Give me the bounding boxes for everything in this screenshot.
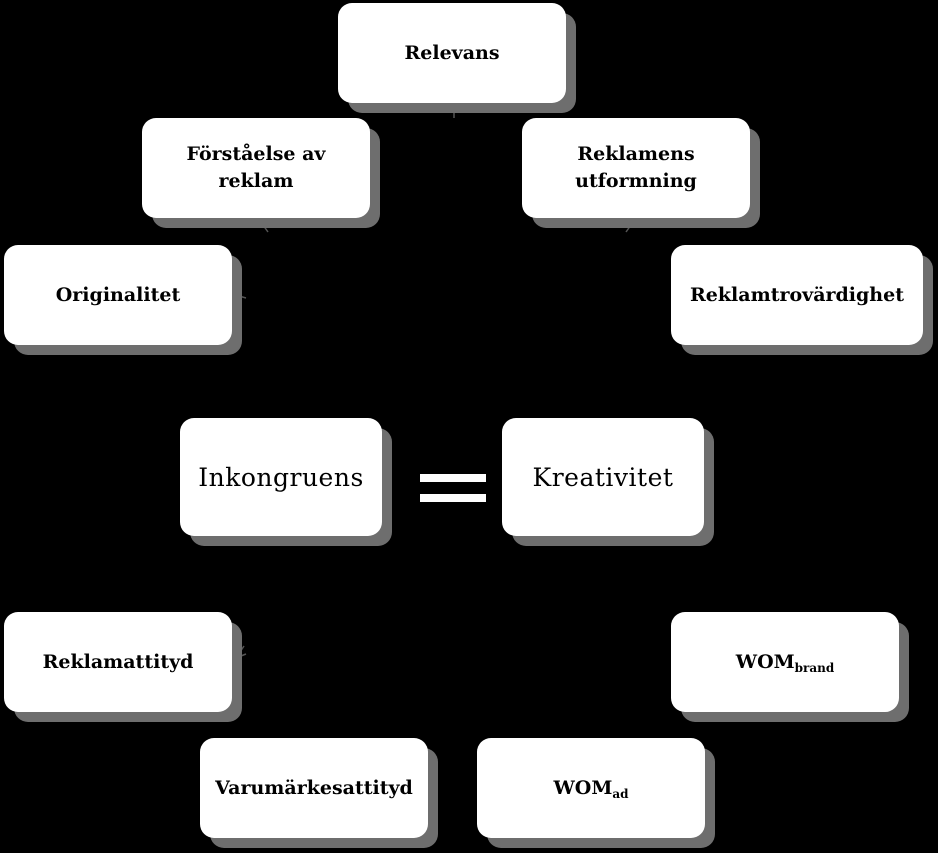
- node-varumarkesattityd-label: Varumärkesattityd: [215, 776, 413, 799]
- equals-bar-bottom: [420, 494, 486, 502]
- node-wom-brand-label: WOMbrand: [736, 649, 835, 676]
- node-reklamtrovardighet-label: Reklamtrovärdighet: [690, 283, 904, 306]
- wom-ad-sub: ad: [612, 786, 629, 801]
- node-forstaelse-av-reklam: Förståelse av reklam: [142, 118, 370, 218]
- node-originalitet: Originalitet: [4, 245, 232, 345]
- node-forstaelse-label: Förståelse av reklam: [186, 143, 326, 192]
- node-relevans: Relevans: [338, 3, 566, 103]
- node-reklamtrovardighet: Reklamtrovärdighet: [671, 245, 923, 345]
- node-inkongruens-label: Inkongruens: [198, 462, 364, 492]
- node-inkongruens: Inkongruens: [180, 418, 382, 536]
- wom-brand-base: WOM: [735, 650, 795, 673]
- equals-bar-top: [420, 474, 486, 482]
- node-wom-brand: WOMbrand: [671, 612, 899, 712]
- node-reklamens-utformning: Reklamens utformning: [522, 118, 750, 218]
- connector-originalitet: [231, 293, 247, 299]
- node-reklamens-utformning-label: Reklamens utformning: [575, 143, 697, 192]
- connector-forstaelse: [257, 217, 269, 233]
- node-wom-ad-label: WOMad: [553, 775, 628, 802]
- node-kreativitet-label: Kreativitet: [532, 462, 674, 492]
- node-reklamattityd-label: Reklamattityd: [42, 650, 194, 673]
- node-relevans-label: Relevans: [404, 41, 500, 64]
- equals-sign: [420, 470, 486, 506]
- arrow-reklamattityd: [234, 645, 247, 660]
- wom-brand-sub: brand: [794, 660, 835, 675]
- node-kreativitet: Kreativitet: [502, 418, 704, 536]
- wom-ad-base: WOM: [553, 776, 613, 799]
- node-originalitet-label: Originalitet: [55, 283, 181, 306]
- connector-reklamens-utformning: [625, 217, 637, 233]
- node-varumarkesattityd: Varumärkesattityd: [200, 738, 428, 838]
- node-reklamattityd: Reklamattityd: [4, 612, 232, 712]
- node-wom-ad: WOMad: [477, 738, 705, 838]
